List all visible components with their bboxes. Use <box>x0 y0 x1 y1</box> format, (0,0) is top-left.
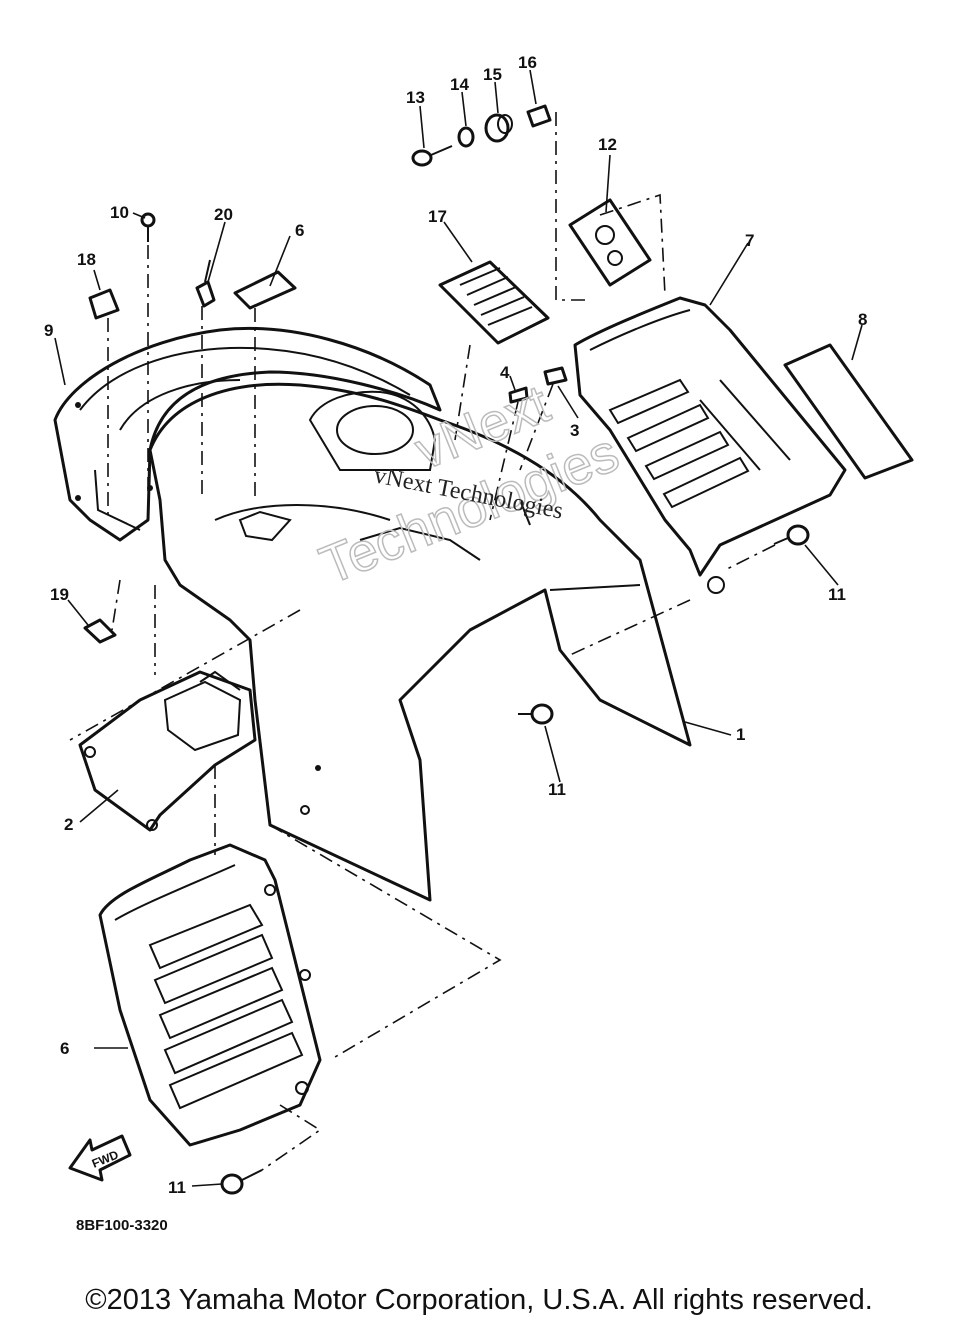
callout-14: 14 <box>450 75 469 94</box>
part-12-bracket <box>568 198 652 287</box>
part-1-body <box>148 382 692 902</box>
callout-17: 17 <box>428 207 447 226</box>
part-20-clip <box>195 259 216 308</box>
part-7-side-cover-upper <box>573 296 847 594</box>
callout-4: 4 <box>500 363 510 382</box>
callout-20: 20 <box>214 205 233 224</box>
callout-7: 7 <box>745 231 754 250</box>
forward-arrow-icon: FWD <box>68 1134 132 1182</box>
callout-19: 19 <box>50 585 69 604</box>
part-11-bolt-b <box>518 703 554 725</box>
part-2-panel <box>78 670 257 832</box>
part-3-piece <box>543 366 568 386</box>
part-6-side-cover-lower <box>98 843 322 1147</box>
assembly-lines <box>69 112 776 1171</box>
callout-18: 18 <box>77 250 96 269</box>
louver-set-lower <box>148 903 304 1110</box>
part-10-bolt <box>140 212 156 242</box>
callout-11-right: 11 <box>828 585 846 604</box>
part-15-grommet <box>484 113 513 143</box>
callout-9: 9 <box>44 321 53 340</box>
callout-15: 15 <box>483 65 502 84</box>
callout-13: 13 <box>406 88 425 107</box>
part-16-collar <box>526 104 552 128</box>
part-18-cap <box>88 288 120 320</box>
exploded-view-drawing: vNext Technologies vNext Technologies FW… <box>44 53 914 1234</box>
callout-11-middle: 11 <box>548 780 566 799</box>
callout-1: 1 <box>736 725 745 744</box>
callout-10: 10 <box>110 203 129 222</box>
callout-11-bottom: 11 <box>168 1178 186 1197</box>
callout-6-lower: 6 <box>60 1039 69 1058</box>
leader-lines <box>54 69 863 1187</box>
part-19-clip <box>83 618 117 644</box>
callout-labels: 1 2 3 4 6 6 7 8 9 10 11 11 11 12 13 14 1… <box>44 53 867 1197</box>
louver-set-upper <box>608 378 791 509</box>
callout-16: 16 <box>518 53 537 72</box>
part-11-bolt-c <box>220 1169 263 1195</box>
part-8-panel <box>783 343 914 480</box>
part-9-fender <box>53 326 442 542</box>
part-14-washer <box>457 126 475 148</box>
callout-2: 2 <box>64 815 73 834</box>
part-6-small-cover <box>233 270 297 310</box>
part-4-piece <box>508 386 529 404</box>
diagram-code: 8BF100-3320 <box>76 1217 168 1234</box>
callout-3: 3 <box>570 421 579 440</box>
fastener-stack <box>411 104 552 167</box>
part-11-bolt-a <box>773 524 810 546</box>
copyright-notice: ©2013 Yamaha Motor Corporation, U.S.A. A… <box>85 1284 873 1316</box>
part-13-screw <box>411 145 453 167</box>
callout-12: 12 <box>598 135 617 154</box>
part-17-grille <box>438 260 550 345</box>
callout-8: 8 <box>858 310 867 329</box>
callout-6-upper: 6 <box>295 221 304 240</box>
